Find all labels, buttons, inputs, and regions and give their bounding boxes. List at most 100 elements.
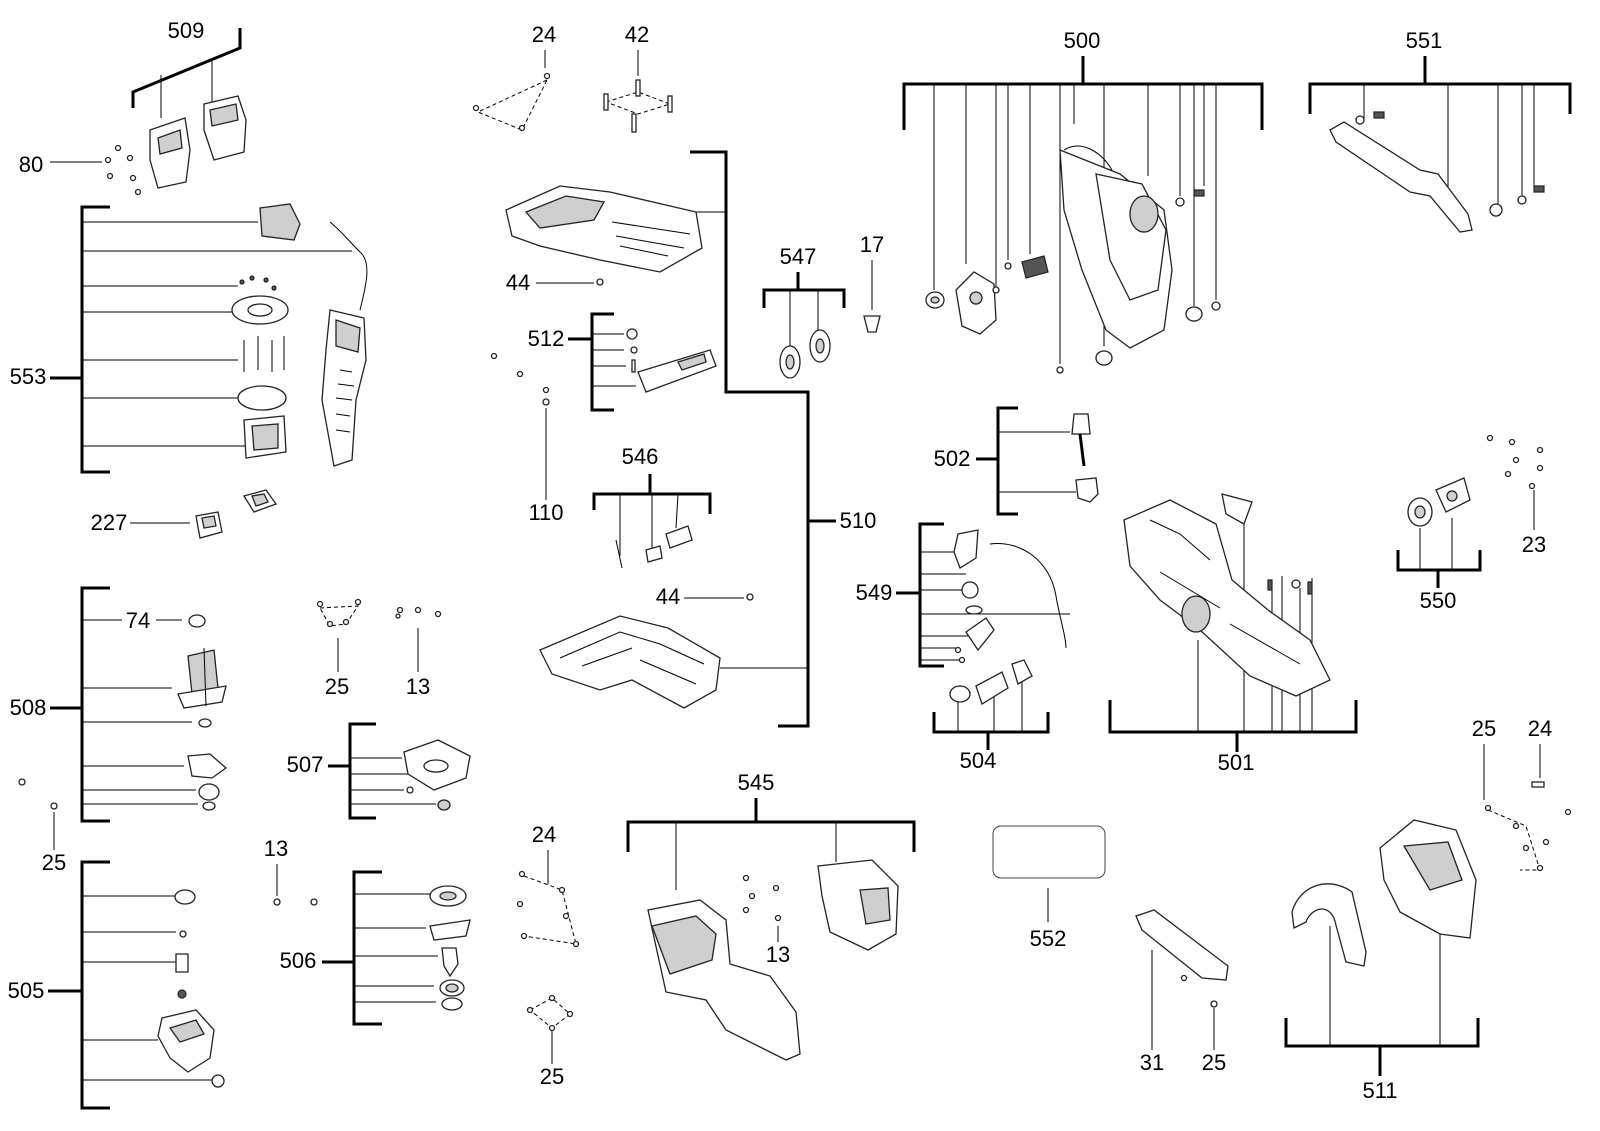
- part-bearings-547: [779, 329, 831, 379]
- part-lower-handle-housing: [539, 615, 721, 709]
- part-screws-80: [104, 144, 142, 196]
- part-handle-and-cover-511: [1291, 819, 1477, 967]
- callout-507: 507: [287, 722, 436, 820]
- callout-545: 545: [626, 770, 916, 890]
- label-25-right: 25: [1472, 716, 1496, 741]
- label-550: 550: [1420, 588, 1457, 613]
- callout-25-right: 25: [1472, 716, 1572, 872]
- callout-512: 512: [528, 312, 636, 412]
- part-latch-546: [615, 525, 693, 569]
- label-plate-552: [992, 825, 1106, 879]
- callout-13-left: 25: [42, 802, 66, 875]
- label-508: 508: [10, 695, 47, 720]
- label-25-lower: 25: [540, 1064, 564, 1089]
- label-13-upper: 13: [406, 674, 430, 699]
- part-bearing-550: [1407, 477, 1471, 527]
- callout-549: 549: [856, 522, 1070, 668]
- part-gear-plate-507: [403, 739, 471, 811]
- label-44-upper: 44: [506, 270, 530, 295]
- part-lock-knob-502: [1071, 413, 1099, 503]
- label-25-bottom: 25: [1202, 1050, 1226, 1075]
- callout-13-lower: 13: [742, 874, 790, 967]
- label-506: 506: [280, 948, 317, 973]
- label-227: 227: [91, 510, 128, 535]
- label-80: 80: [19, 152, 43, 177]
- callout-227: 227: [91, 510, 223, 539]
- part-bolt-17: [863, 315, 881, 333]
- part-top-handle-cover: [505, 185, 703, 273]
- label-31: 31: [1140, 1050, 1164, 1075]
- callout-17: 17: [860, 232, 884, 333]
- callout-110: 110: [528, 398, 564, 525]
- part-trigger-switch-512: [626, 328, 717, 393]
- label-546: 546: [622, 444, 659, 469]
- callout-506: 506: [280, 870, 438, 1026]
- label-42: 42: [625, 22, 649, 47]
- label-512: 512: [528, 326, 565, 351]
- callout-13-mid: 13: [264, 836, 318, 906]
- callout-546: 546: [592, 444, 712, 556]
- callout-23: 23: [1486, 434, 1546, 557]
- callout-25-upper: 25: [316, 598, 362, 699]
- label-13-left: 25: [42, 850, 66, 875]
- part-spindle-504: [949, 659, 1033, 705]
- label-13-mid: 13: [264, 836, 288, 861]
- callout-502: 502: [934, 406, 1076, 516]
- label-23: 23: [1522, 532, 1546, 557]
- label-552: 552: [1030, 926, 1067, 951]
- callout-80: 80: [19, 144, 142, 196]
- label-553: 553: [10, 364, 47, 389]
- callout-74: 74: [126, 608, 182, 633]
- callout-509: 509: [131, 18, 242, 118]
- part-gear-housing-505: [157, 889, 225, 1088]
- callout-553: 553: [10, 205, 352, 474]
- callout-547: 547: [762, 244, 846, 354]
- callout-508: 508: [10, 586, 198, 823]
- part-motor-housing-halves: [149, 95, 247, 189]
- label-545: 545: [738, 770, 775, 795]
- label-504: 504: [960, 748, 997, 773]
- callout-25-bottom: 25: [1180, 974, 1226, 1075]
- part-spindle-506: [429, 885, 471, 1011]
- label-505: 505: [8, 978, 45, 1003]
- callout-42: 42: [603, 22, 673, 133]
- callout-44-upper: 44: [506, 270, 604, 295]
- label-44-lower: 44: [656, 584, 680, 609]
- label-501: 501: [1218, 750, 1255, 775]
- label-24-top: 24: [532, 22, 556, 47]
- part-depth-lever-549: [953, 529, 1067, 664]
- callout-13-upper: 13: [395, 606, 442, 699]
- part-blade-guard-body-545: [647, 859, 899, 1061]
- part-brush-holder: [242, 489, 278, 513]
- part-rip-fence-551: [1329, 111, 1545, 233]
- label-13-lower: 13: [766, 942, 790, 967]
- callout-44-lower: 44: [656, 584, 754, 609]
- callout-25-lower: 25: [526, 994, 574, 1089]
- callout-31: 31: [1135, 909, 1229, 1075]
- label-511: 511: [1362, 1078, 1397, 1103]
- callout-550: 550: [1396, 518, 1482, 613]
- label-549: 549: [856, 580, 893, 605]
- label-507: 507: [287, 752, 324, 777]
- label-547: 547: [780, 244, 817, 269]
- label-502: 502: [934, 446, 971, 471]
- label-110: 110: [528, 500, 563, 525]
- part-blade-guard-500: [925, 145, 1221, 374]
- part-stator-assembly: [231, 203, 368, 467]
- callout-24-lower: 24: [516, 822, 580, 948]
- part-base-housing-501: [1123, 493, 1331, 697]
- label-24-right: 24: [1528, 716, 1552, 741]
- label-24-lower: 24: [532, 822, 556, 847]
- label-500: 500: [1064, 28, 1101, 53]
- label-509: 509: [168, 18, 205, 43]
- label-551: 551: [1406, 28, 1443, 53]
- callout-505: 505: [8, 860, 212, 1110]
- part-screws-near-512: [490, 352, 550, 394]
- callout-24-right: 24: [1528, 716, 1552, 788]
- label-25-upper: 25: [325, 674, 349, 699]
- callout-504: 504: [932, 680, 1050, 773]
- label-17: 17: [860, 232, 884, 257]
- part-armature: [177, 614, 228, 811]
- callout-551: 551: [1308, 28, 1572, 208]
